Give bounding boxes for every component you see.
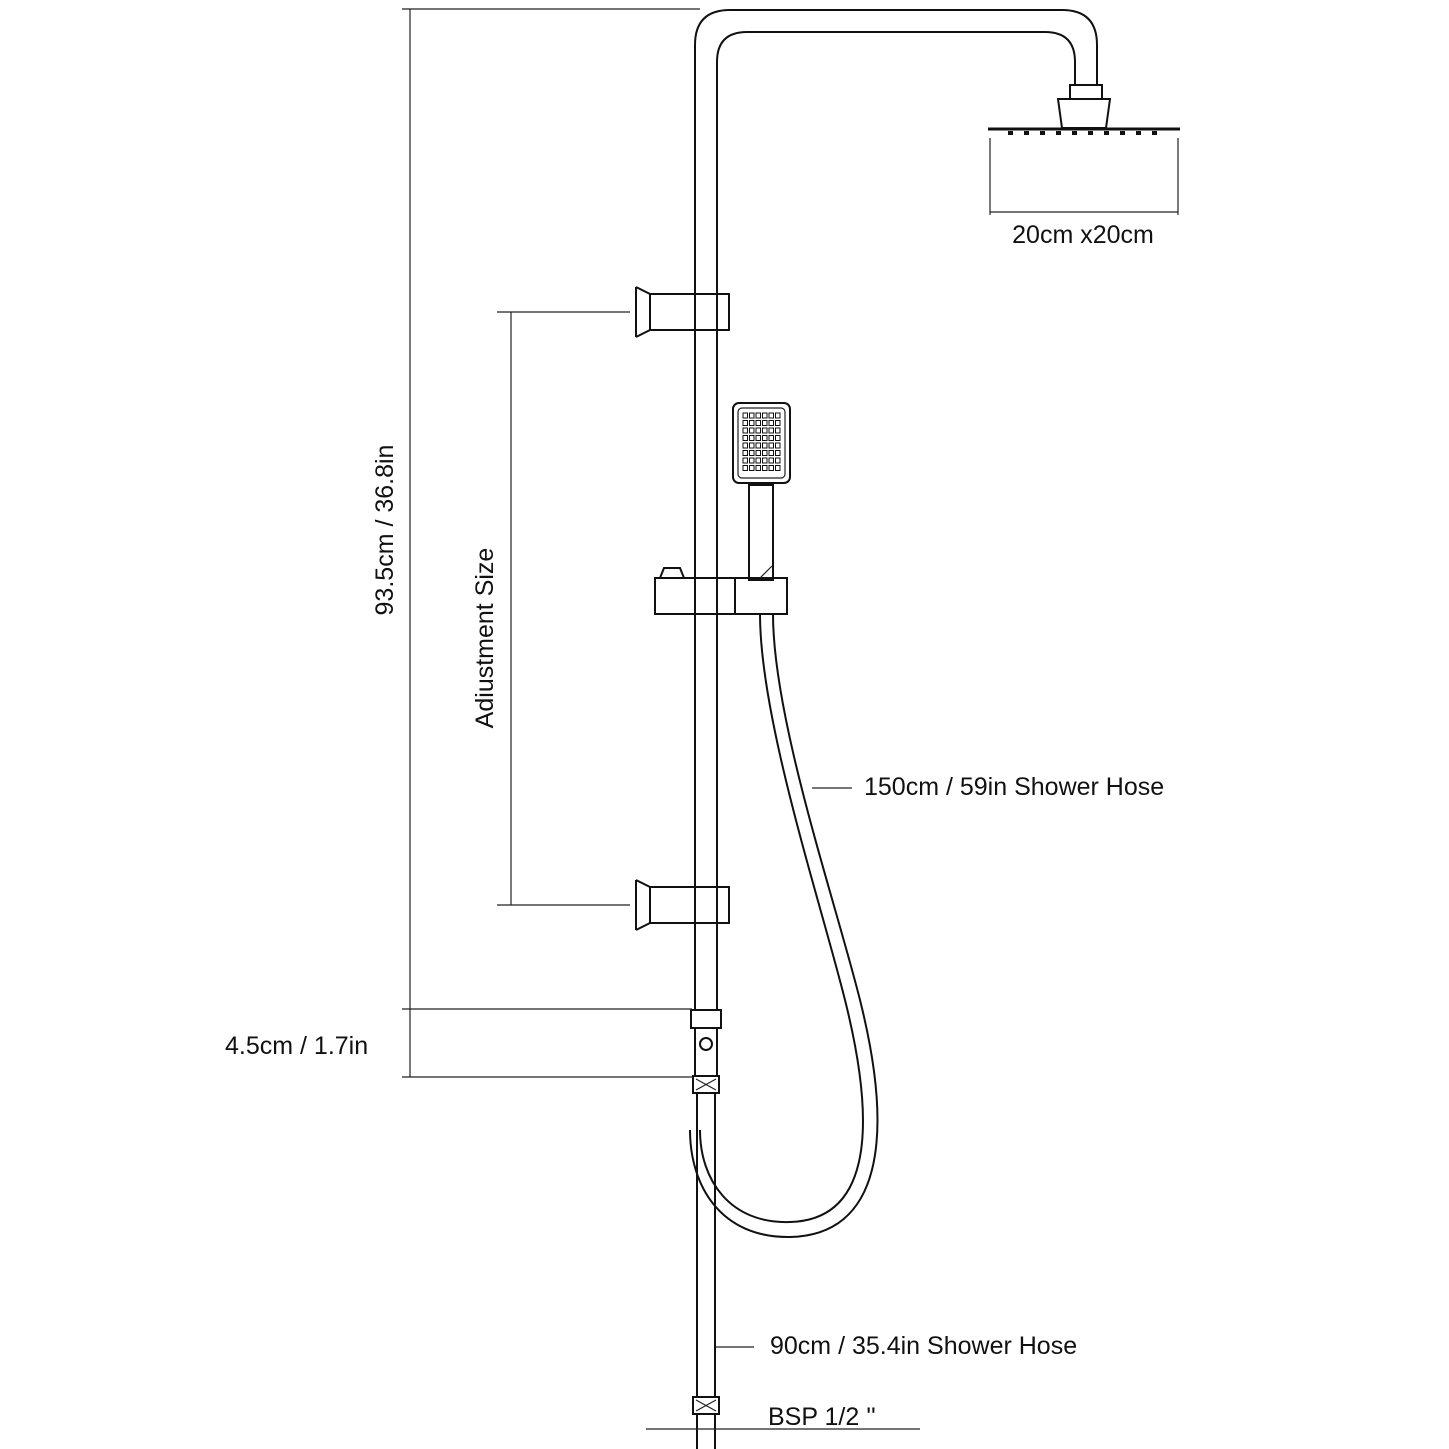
spray-nozzle: [755, 465, 761, 471]
spray-nozzle: [762, 457, 768, 464]
spray-nozzle: [768, 427, 774, 434]
lower-shower-hose: [692, 1093, 720, 1449]
adjustment-dimension: [497, 311, 630, 906]
spray-nozzle: [749, 450, 755, 456]
spray-nozzle: [742, 457, 748, 464]
spray-nozzle: [768, 450, 774, 456]
spray-nozzle: [768, 412, 774, 419]
spray-nozzle: [749, 412, 755, 419]
upper-wall-bracket: [635, 286, 730, 338]
spray-nozzle: [768, 435, 774, 441]
spray-nozzle: [749, 435, 755, 441]
spray-nozzle: [775, 442, 781, 449]
hand-hose-label: 150cm / 59in Shower Hose: [864, 773, 1164, 801]
spray-nozzle: [768, 465, 774, 471]
total-height-label: 93.5cm / 36.8in: [371, 445, 399, 616]
spray-nozzle: [762, 420, 768, 426]
spray-nozzle: [749, 427, 755, 434]
riser-pipe: [694, 9, 1098, 1010]
hand-shower: [732, 402, 791, 581]
head-size-label: 20cm x20cm: [1012, 221, 1154, 249]
spray-nozzle: [742, 420, 748, 426]
lower-wall-bracket: [635, 879, 730, 931]
spray-nozzle: [775, 412, 781, 419]
spray-nozzle: [775, 435, 781, 441]
hand-shower-hose: [689, 613, 879, 1239]
spray-nozzle: [749, 465, 755, 471]
spray-nozzle: [755, 457, 761, 464]
spray-nozzle: [775, 465, 781, 471]
spray-face-grid: [742, 412, 781, 471]
spray-nozzle: [762, 465, 768, 471]
spray-nozzle: [742, 450, 748, 456]
spray-nozzle: [742, 465, 748, 471]
adjustment-label: Adiustment Size: [471, 548, 499, 729]
spray-nozzle: [762, 435, 768, 441]
spray-nozzle: [755, 450, 761, 456]
spray-nozzle: [768, 420, 774, 426]
spray-nozzle: [762, 442, 768, 449]
offset-label: 4.5cm / 1.7in: [225, 1032, 368, 1060]
spray-nozzle: [742, 435, 748, 441]
spray-nozzle: [749, 420, 755, 426]
spray-nozzle: [755, 420, 761, 426]
spray-nozzle: [762, 427, 768, 434]
spray-nozzle: [755, 435, 761, 441]
spray-nozzle: [742, 427, 748, 434]
spray-nozzle: [768, 442, 774, 449]
lower-hose-label: 90cm / 35.4in Shower Hose: [770, 1332, 1077, 1360]
spray-nozzle: [775, 450, 781, 456]
spray-nozzle: [762, 450, 768, 456]
slide-holder: [654, 565, 788, 615]
spray-nozzle: [755, 427, 761, 434]
spray-nozzle: [775, 457, 781, 464]
overhead-shower-head: [988, 84, 1180, 215]
spray-nozzle: [762, 412, 768, 419]
spray-nozzle: [755, 442, 761, 449]
nozzle-row: [1008, 131, 1157, 135]
spray-nozzle: [749, 442, 755, 449]
spray-nozzle: [749, 457, 755, 464]
thread-label: BSP 1/2 '': [768, 1403, 876, 1431]
spray-nozzle: [775, 427, 781, 434]
spray-nozzle: [768, 457, 774, 464]
spray-nozzle: [775, 420, 781, 426]
riser-base-fittings: [690, 1009, 722, 1094]
spray-nozzle: [742, 412, 748, 419]
spray-nozzle: [742, 442, 748, 449]
spray-nozzle: [755, 412, 761, 419]
total-height-dimension: [402, 8, 700, 1077]
